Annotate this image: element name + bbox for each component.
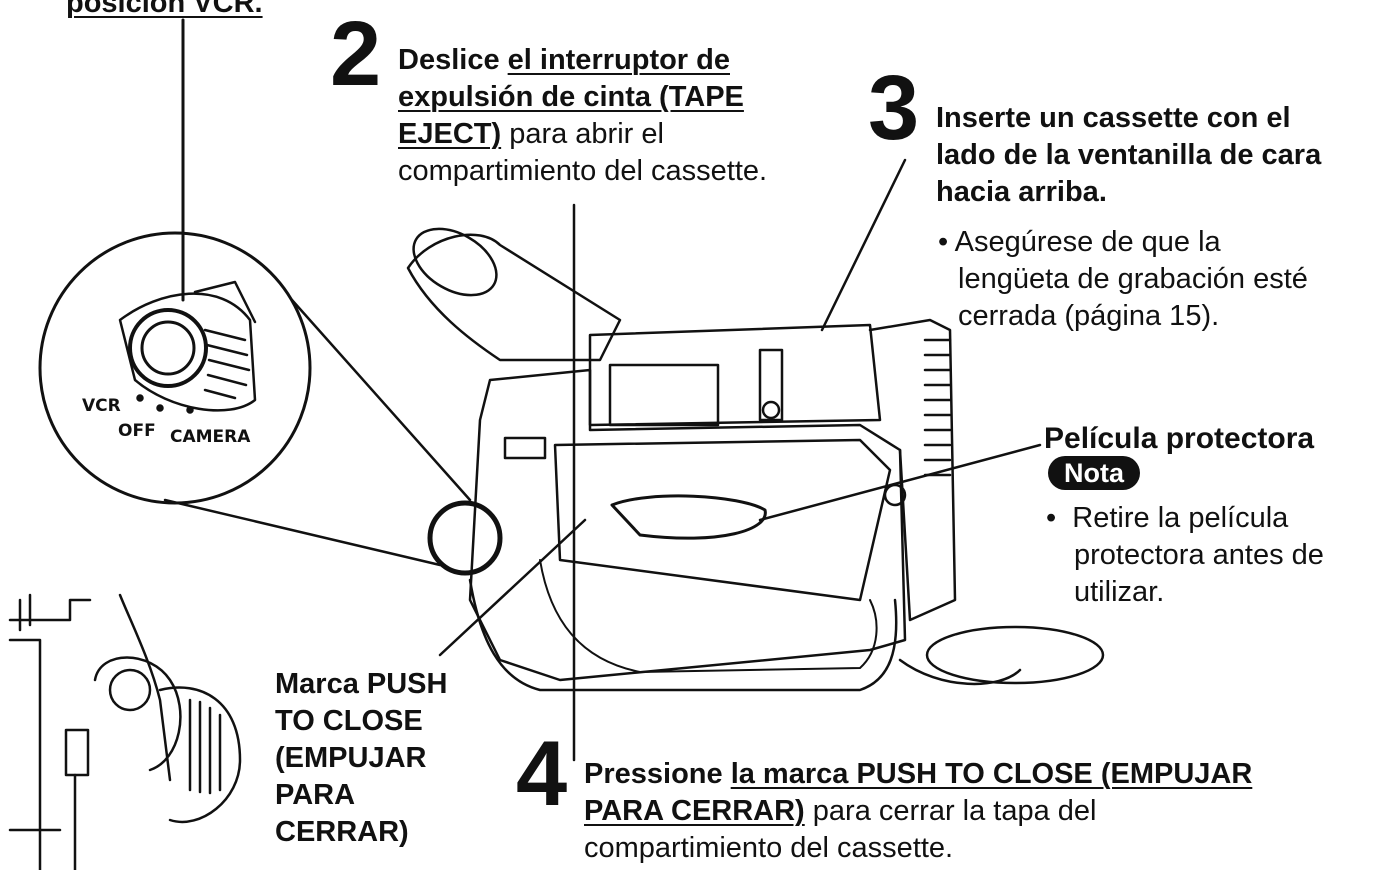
dial-label-vcr: VCR bbox=[82, 396, 121, 416]
step-4-mark-2: PARA CERRAR) bbox=[584, 795, 805, 827]
step-2-number: 2 bbox=[330, 3, 381, 105]
dial-location-circle bbox=[427, 500, 503, 576]
step-3-note-3: cerrada (página 15). bbox=[958, 300, 1220, 332]
step-3-note-1: Asegúrese de que la bbox=[954, 226, 1221, 258]
step-2-switch-2: expulsión de cinta (TAPE bbox=[398, 81, 744, 113]
step-3-bullet: • bbox=[938, 226, 949, 258]
step-3-note-2: lengüeta de grabación esté bbox=[958, 263, 1308, 295]
header-fragment: posición VCR. bbox=[66, 0, 263, 19]
protective-line-2: protectora antes de bbox=[1074, 539, 1324, 571]
nota-badge: Nota bbox=[1048, 456, 1140, 490]
protective-line-3: utilizar. bbox=[1074, 576, 1165, 608]
protective-film-label: Película protectora bbox=[1044, 422, 1315, 455]
step-2-compartment: compartimiento del cassette. bbox=[398, 155, 768, 187]
power-dial-icon bbox=[118, 280, 257, 412]
push-mark-line-4: PARA bbox=[275, 779, 356, 811]
leader-line-push bbox=[438, 518, 587, 657]
camcorder-body bbox=[406, 227, 1105, 692]
step-3-line-3: hacia arriba. bbox=[936, 176, 1107, 208]
step-2-open: para abrir el bbox=[501, 118, 664, 150]
push-mark-line-3: (EMPUJAR bbox=[275, 742, 427, 774]
nota-badge-wrap: Nota bbox=[1048, 456, 1140, 490]
protective-bullet: • bbox=[1046, 502, 1057, 534]
step-2-switch-3: EJECT) bbox=[398, 118, 502, 150]
step-4-verb: Pressione bbox=[584, 758, 731, 790]
push-mark-line-5: CERRAR) bbox=[275, 816, 409, 848]
dial-label-off: OFF bbox=[118, 421, 156, 441]
push-mark-line-1: Marca PUSH bbox=[275, 668, 448, 700]
magnifier-line-top bbox=[290, 298, 472, 502]
step-3-line-2: lado de la ventanilla de cara bbox=[936, 139, 1322, 171]
protective-note: • Retire la película protectora antes de… bbox=[1046, 500, 1324, 611]
step-2-switch-1: el interruptor de bbox=[507, 44, 730, 76]
push-mark-label: Marca PUSH TO CLOSE (EMPUJAR PARA CERRAR… bbox=[275, 666, 447, 851]
step-4-mark-1: la marca PUSH TO CLOSE (EMPUJAR bbox=[730, 758, 1253, 790]
step-4-compartment: compartimiento del cassette. bbox=[584, 832, 954, 864]
inset-close-view bbox=[8, 593, 242, 870]
step-4-close: para cerrar la tapa del bbox=[804, 795, 1097, 827]
protective-line-1: Retire la película bbox=[1072, 502, 1289, 534]
step-3-text: Inserte un cassette con el lado de la ve… bbox=[936, 100, 1321, 211]
dial-magnifier-circle bbox=[38, 231, 312, 505]
magnifier-line-bottom bbox=[163, 498, 442, 567]
step-3-note: • Asegúrese de que la lengüeta de grabac… bbox=[938, 224, 1308, 335]
step-3-line-1: Inserte un cassette con el bbox=[936, 102, 1291, 134]
leader-line-cassette bbox=[820, 158, 907, 332]
step-2-text: Deslice el interruptor de expulsión de c… bbox=[398, 42, 767, 190]
dial-label-camera: CAMERA bbox=[170, 427, 251, 447]
step-4-text: Pressione la marca PUSH TO CLOSE (EMPUJA… bbox=[584, 756, 1252, 867]
leader-line-film bbox=[758, 443, 1042, 522]
push-mark-line-2: TO CLOSE bbox=[275, 705, 423, 737]
step-2-verb: Deslice bbox=[398, 44, 508, 76]
step-3-number: 3 bbox=[868, 57, 919, 159]
step-4-number: 4 bbox=[516, 723, 567, 825]
